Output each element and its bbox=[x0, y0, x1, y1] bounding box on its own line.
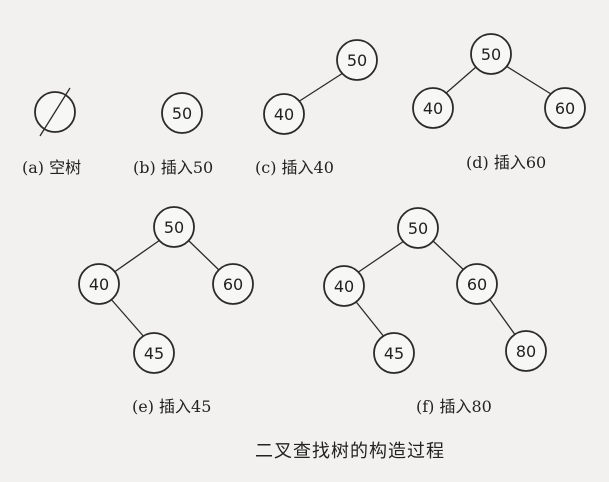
node-label: 60 bbox=[223, 275, 243, 294]
caption-c: (c) 插入40 bbox=[255, 158, 334, 177]
empty-slash bbox=[39, 87, 71, 137]
panel-b: 50 (b) 插入50 bbox=[133, 92, 213, 177]
node bbox=[212, 263, 254, 305]
node bbox=[323, 265, 365, 307]
node-label: 50 bbox=[408, 219, 428, 238]
edge bbox=[297, 72, 344, 103]
node-label: 40 bbox=[334, 277, 354, 296]
caption-a: (a) 空树 bbox=[22, 158, 81, 177]
node-label: 50 bbox=[164, 218, 184, 237]
edge bbox=[487, 296, 517, 337]
caption-e: (e) 插入45 bbox=[132, 397, 211, 416]
figure-title: 二叉查找树的构造过程 bbox=[255, 441, 445, 462]
node bbox=[456, 263, 498, 305]
node bbox=[153, 206, 195, 248]
node-label: 45 bbox=[144, 344, 164, 363]
node bbox=[544, 87, 586, 129]
panel-d: 50 40 60 (d) 插入60 bbox=[412, 33, 586, 172]
node-label: 40 bbox=[423, 99, 443, 118]
edge bbox=[505, 65, 552, 95]
node-label: 50 bbox=[481, 45, 501, 64]
node-label: 50 bbox=[347, 51, 367, 70]
edge bbox=[112, 239, 161, 274]
node-label: 80 bbox=[516, 342, 536, 361]
node bbox=[505, 330, 547, 372]
edge bbox=[431, 239, 467, 273]
node-label: 60 bbox=[467, 275, 487, 294]
caption-b: (b) 插入50 bbox=[133, 158, 213, 177]
caption-d: (d) 插入60 bbox=[466, 153, 546, 172]
node bbox=[161, 92, 203, 134]
edge bbox=[444, 66, 477, 95]
node bbox=[336, 39, 378, 81]
node-label: 60 bbox=[555, 99, 575, 118]
node bbox=[397, 207, 439, 249]
edge bbox=[356, 240, 405, 274]
edge bbox=[187, 239, 222, 273]
node bbox=[412, 87, 454, 129]
node bbox=[470, 33, 512, 75]
panel-e: 50 40 60 45 (e) 插入45 bbox=[78, 206, 254, 416]
node-label: 40 bbox=[89, 275, 109, 294]
node-label: 50 bbox=[172, 104, 192, 123]
node bbox=[373, 332, 415, 374]
panel-c: 50 40 (c) 插入40 bbox=[255, 39, 378, 177]
node-label: 40 bbox=[274, 105, 294, 124]
edge bbox=[109, 297, 146, 339]
edge bbox=[352, 297, 386, 339]
panel-a: (a) 空树 bbox=[22, 87, 81, 177]
node bbox=[133, 332, 175, 374]
caption-f: (f) 插入80 bbox=[416, 397, 492, 416]
node bbox=[263, 93, 305, 135]
node-label: 45 bbox=[384, 344, 404, 363]
panel-f: 50 40 60 45 80 (f) 插入80 bbox=[323, 207, 547, 416]
node bbox=[78, 263, 120, 305]
